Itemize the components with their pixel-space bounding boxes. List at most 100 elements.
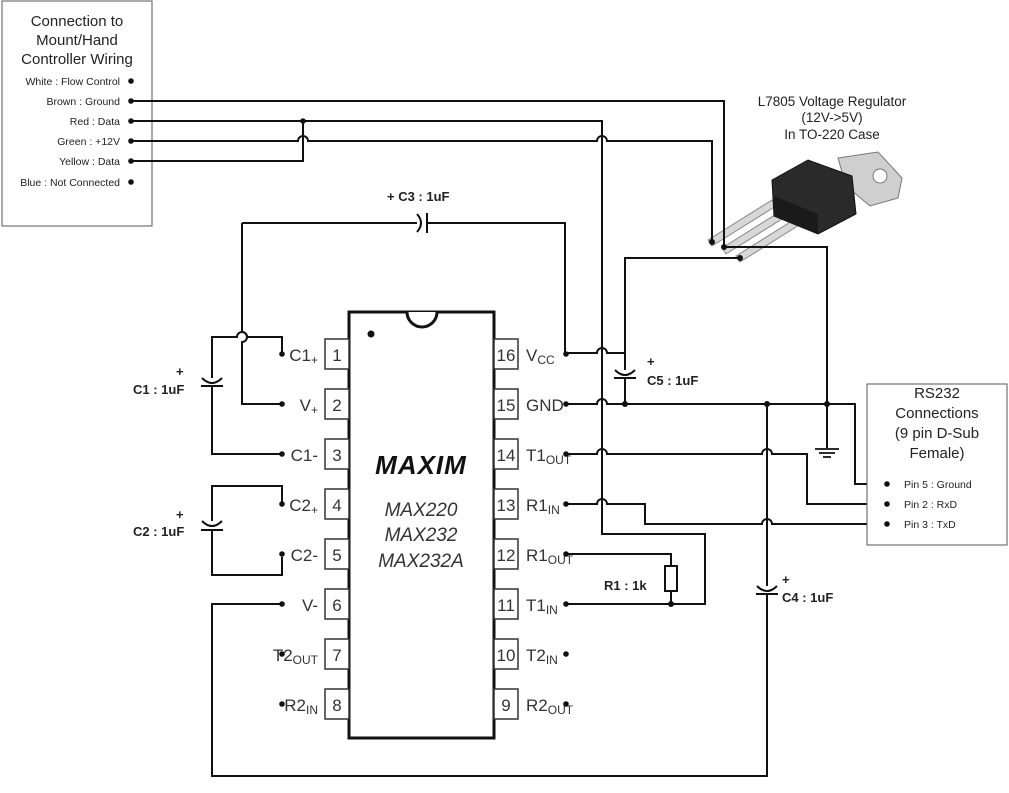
terminal-white [128, 78, 134, 84]
pin-number: 9 [501, 696, 510, 715]
pin-3: 3 C1- [279, 438, 350, 470]
pin-1: 1 C1+ [279, 338, 350, 370]
regulator-title-line-2: (12V->5V) [801, 110, 862, 125]
pin-terminal [563, 651, 569, 657]
voltage-regulator-icon [707, 151, 903, 263]
pin-terminal [279, 501, 285, 507]
wire-label-white: White : Flow Control [25, 76, 120, 88]
pin-terminal [563, 701, 569, 707]
pin-number: 4 [332, 496, 341, 515]
rs232-pin-2: Pin 2 : RxD [904, 499, 958, 511]
pin-4: 4 C2+ [279, 488, 350, 520]
r1-label: R1 : 1k [604, 578, 647, 593]
wire-label-green: Green : +12V [57, 136, 120, 148]
c3-label: + C3 : 1uF [387, 189, 450, 204]
rs232-box: RS232 Connections (9 pin D-Sub Female) P… [866, 383, 1008, 546]
capacitor-c2: + C2 : 1uF [133, 485, 283, 576]
controller-title-line-1: Connection to [31, 13, 124, 30]
pin-terminal [279, 451, 285, 457]
pin-number: 12 [497, 546, 516, 565]
pin-terminal [279, 601, 285, 607]
pin-number: 6 [332, 596, 341, 615]
controller-wiring-box: Connection to Mount/Hand Controller Wiri… [1, 0, 153, 227]
regulator-title-line-1: L7805 Voltage Regulator [758, 94, 907, 109]
pin-number: 8 [332, 696, 341, 715]
pin-number: 16 [497, 346, 516, 365]
pin-name: T2IN [526, 646, 558, 667]
part-number-1: MAX220 [385, 500, 458, 521]
regulator-title-line-3: In TO-220 Case [784, 127, 880, 142]
rs232-title-line-4: Female) [909, 445, 964, 462]
pin-terminal [279, 551, 285, 557]
vminus-wire [211, 600, 768, 777]
pin-number: 15 [497, 396, 516, 415]
wire-label-yellow: Yellow : Data [59, 156, 120, 168]
pin-8: 8 R2IN [279, 688, 350, 720]
rs232-pin-5: Pin 5 : Ground [904, 479, 972, 491]
pin-name: T2OUT [273, 646, 319, 667]
pin-10: 10 T2IN [493, 638, 569, 670]
pin-terminal [279, 401, 285, 407]
pin-name: C1+ [289, 346, 318, 367]
pin-name: VCC [526, 346, 555, 367]
pin-terminal [279, 651, 285, 657]
controller-title-line-3: Controller Wiring [21, 51, 133, 68]
rs232-title-line-3: (9 pin D-Sub [895, 425, 979, 442]
maxim-logo: MAXIM [375, 450, 467, 480]
pin-13: 13 R1IN [493, 488, 569, 520]
pin-number: 11 [497, 596, 515, 615]
pin-number: 7 [332, 646, 341, 665]
wire-label-red: Red : Data [70, 116, 120, 128]
pin-2: 2 V+ [279, 388, 350, 420]
rs232-pin-3: Pin 3 : TxD [904, 519, 956, 531]
pin-name: V+ [300, 396, 318, 417]
terminal-blue [128, 179, 134, 185]
part-number-3: MAX232A [378, 551, 464, 572]
controller-title-line-2: Mount/Hand [36, 32, 118, 49]
pin-16: 16 VCC [493, 338, 569, 370]
pin-name: R2IN [284, 696, 318, 717]
pin-number: 14 [497, 446, 516, 465]
rs232-title-line-1: RS232 [914, 385, 960, 402]
pin-name: C2+ [289, 496, 318, 517]
pin-terminal [279, 701, 285, 707]
c5-label: C5 : 1uF [647, 373, 698, 388]
right-wiring: + C5 : 1uF R1 : 1k + C4 : 1uF [565, 347, 887, 607]
pin-name: V- [302, 596, 318, 615]
pin-name: R1IN [526, 496, 560, 517]
rs232-title-line-2: Connections [895, 405, 978, 422]
part-number-2: MAX232 [385, 525, 458, 546]
pin-11: 11 T1IN [493, 588, 569, 620]
wire-label-blue: Blue : Not Connected [20, 177, 120, 189]
svg-text:+: + [176, 364, 184, 379]
wire-label-brown: Brown : Ground [46, 96, 120, 108]
svg-text:+: + [647, 354, 655, 369]
capacitor-c1: + C1 : 1uF [133, 331, 283, 455]
left-pins: 1 C1+ 2 V+ 3 C1- 4 C2+ 5 C2- 6 V- 7 T2OUT 8 R2IN [273, 338, 350, 720]
pin-name: C1- [291, 446, 318, 465]
pin-number: 2 [332, 396, 341, 415]
controller-wiring [131, 100, 828, 448]
pin-name: GND [526, 396, 564, 415]
pin-number: 10 [497, 646, 516, 665]
pin-number: 1 [332, 346, 341, 365]
max232-chip: MAXIM MAX220 MAX232 MAX232A [347, 310, 496, 740]
pin-name: T1IN [526, 596, 558, 617]
pin-15: 15 GND [493, 388, 569, 420]
svg-text:+: + [176, 507, 184, 522]
pin-name: C2- [291, 546, 318, 565]
pin-number: 5 [332, 546, 341, 565]
c1-label: C1 : 1uF [133, 382, 184, 397]
c4-label: C4 : 1uF [782, 590, 833, 605]
pin-number: 3 [332, 446, 341, 465]
c2-label: C2 : 1uF [133, 524, 184, 539]
svg-text:+: + [782, 572, 790, 587]
pin-number: 13 [497, 496, 516, 515]
pin-7: 7 T2OUT [273, 638, 350, 670]
pin-5: 5 C2- [279, 538, 350, 570]
